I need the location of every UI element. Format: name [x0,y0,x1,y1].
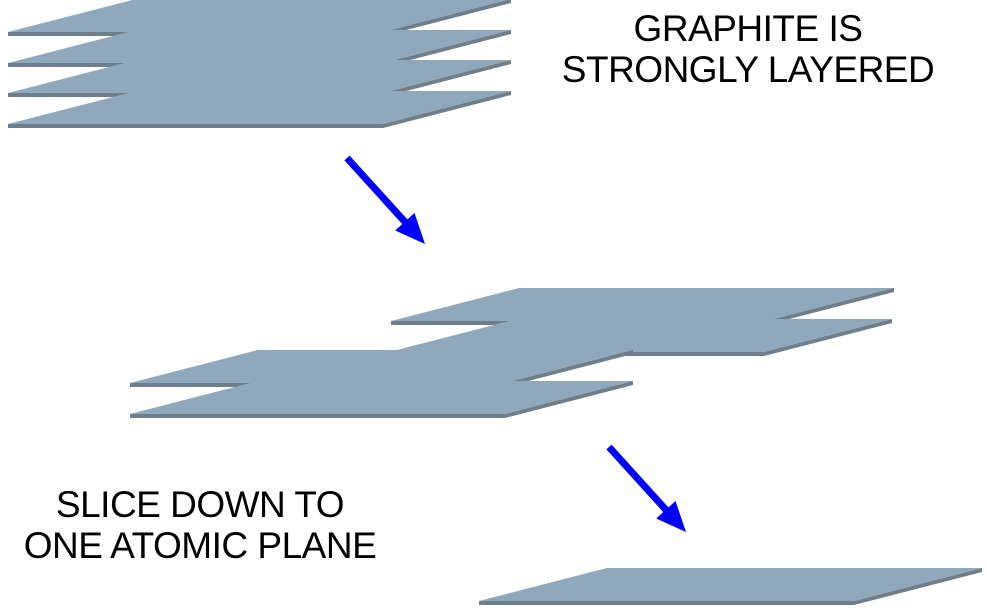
single-plane-layer [479,568,982,605]
graphite-layered-label-line1: GRAPHITE IS [633,8,863,49]
arrow-1-shaft [344,155,409,226]
partial-layer-4-surface [130,381,633,414]
partial-layer-1-side-edge [766,288,894,325]
partial-slice-stack [130,288,894,418]
partial-layer-2-side-edge [764,319,892,356]
single-plane-layer-front-edge [479,601,854,605]
graphite-layered-label: GRAPHITE IS STRONGLY LAYERED [548,8,948,90]
arrow-2-shaft [606,444,670,514]
graphite-stack [8,0,511,128]
single-plane-layer-surface [479,568,982,601]
graphite-layer-1-side-edge [383,0,511,36]
graphite-layer-4 [8,91,511,128]
graphite-layer-3-side-edge [383,60,511,97]
graphite-layered-label-line2: STRONGLY LAYERED [561,49,935,90]
graphite-layer-4-side-edge [383,91,511,128]
graphite-layer-1-surface [8,0,508,32]
down-right-arrow-1 [344,155,425,244]
arrow-2-head [656,501,686,532]
graphite-layer-3-surface [8,60,511,93]
down-right-arrow-2 [606,444,686,532]
arrow-1-head [395,213,425,244]
slice-down-label-line1: SLICE DOWN TO [55,484,345,525]
slice-down-label-line2: ONE ATOMIC PLANE [23,525,377,566]
single-atomic-plane [479,568,982,605]
graphite-layer-4-front-edge [8,124,383,128]
single-plane-layer-side-edge [854,568,982,605]
partial-layer-3-side-edge [505,350,633,387]
partial-layer-3-surface [130,350,633,383]
partial-layer-4 [130,381,633,418]
partial-layer-2-surface [389,319,892,352]
partial-layer-1-surface [391,288,894,321]
slice-down-label: SLICE DOWN TO ONE ATOMIC PLANE [5,484,395,566]
graphite-layer-4-surface [8,91,511,124]
partial-layer-4-front-edge [130,414,505,418]
partial-layer-4-side-edge [505,381,633,418]
graphite-layer-2-surface [8,30,511,63]
graphite-layer-2-side-edge [383,30,511,67]
